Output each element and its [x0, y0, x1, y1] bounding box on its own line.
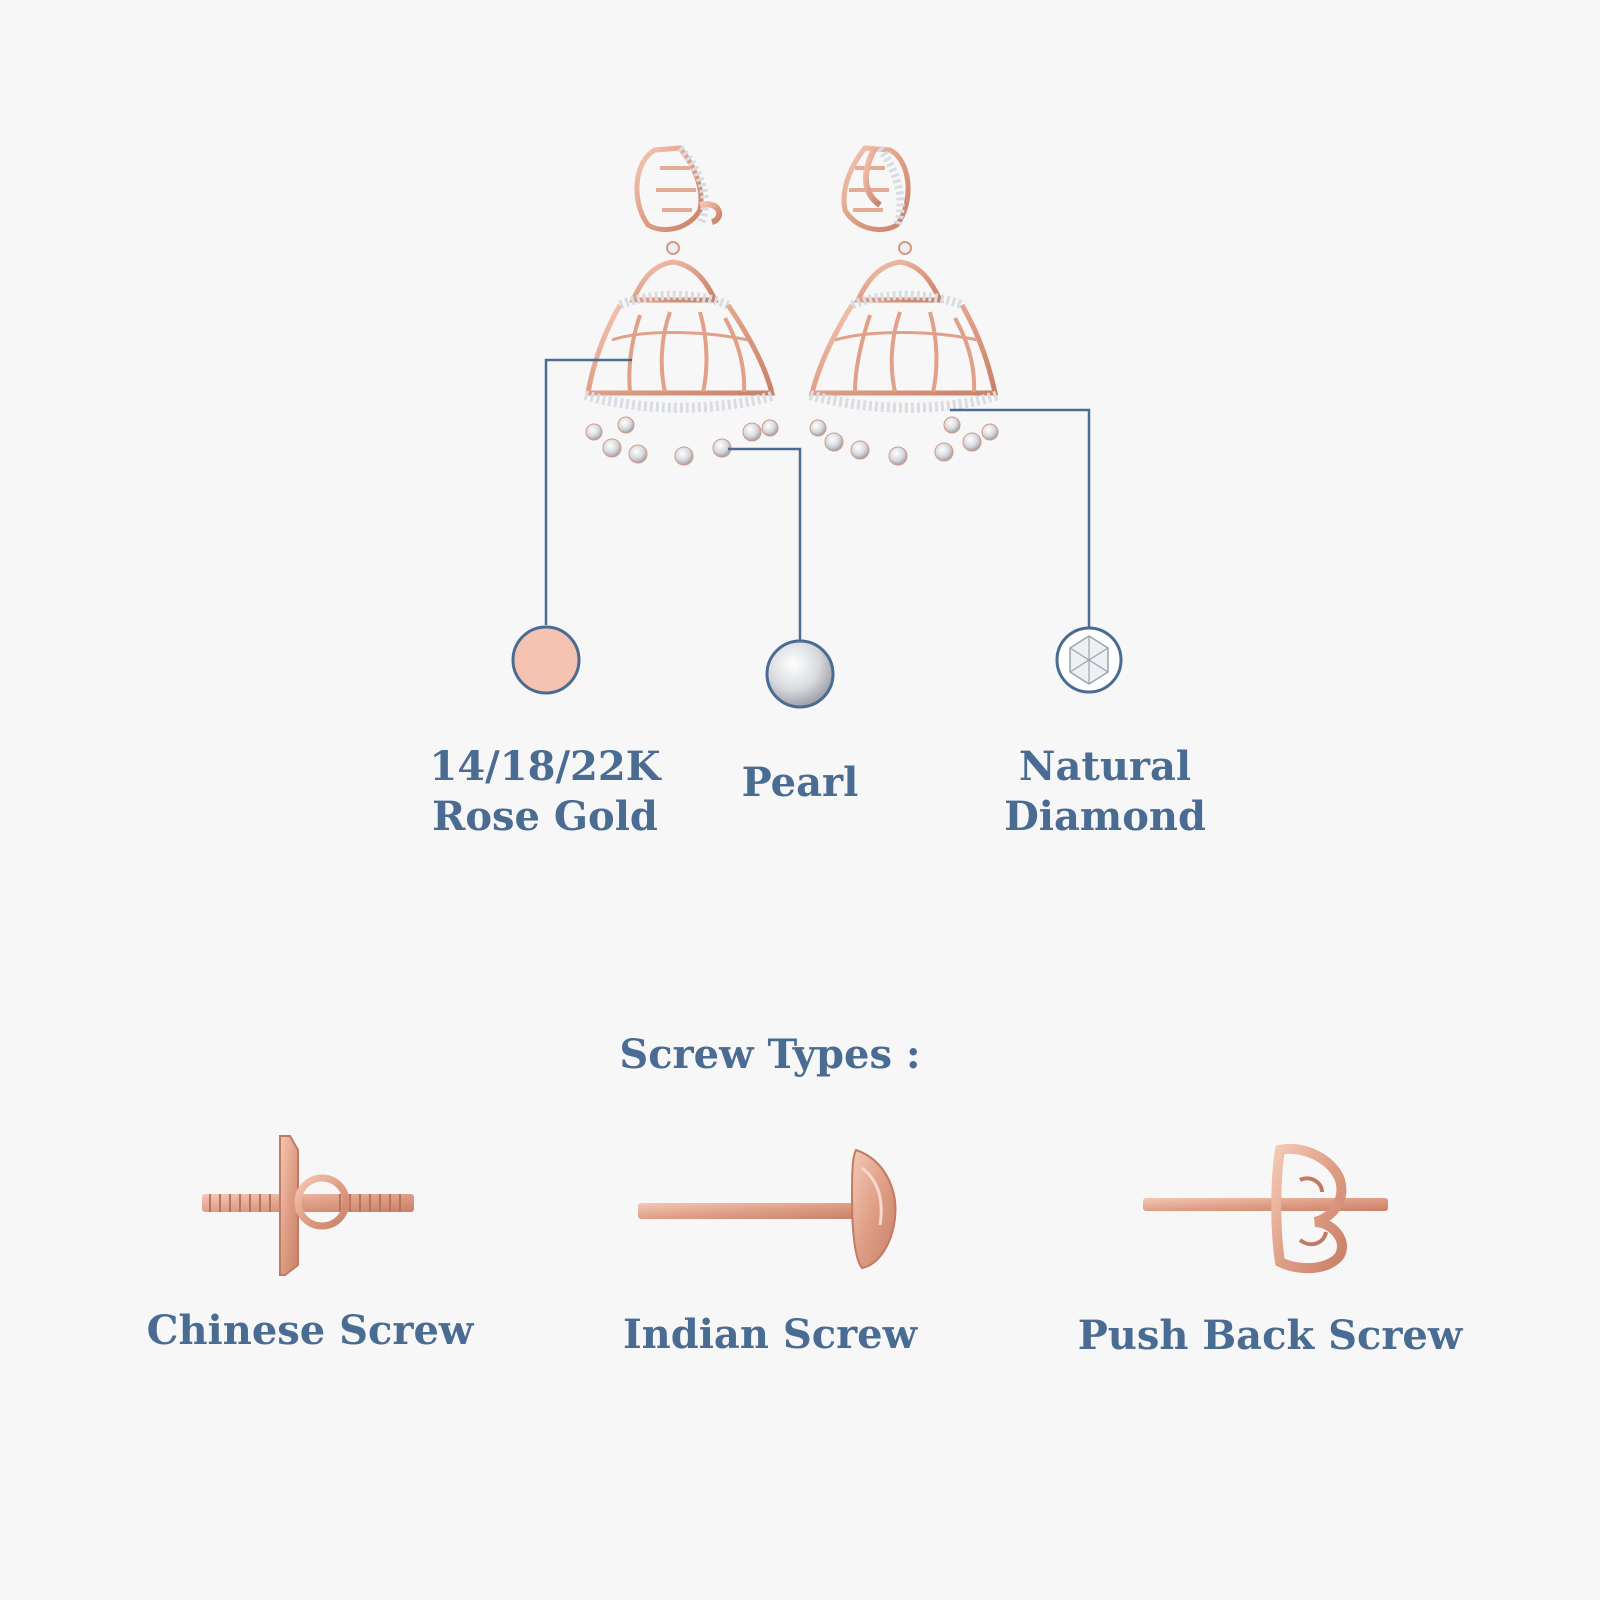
jhumka-earring-right-icon: [808, 145, 1000, 466]
pearl-icon: [765, 639, 835, 709]
push-back-screw-label: Push Back Screw: [1077, 1312, 1463, 1359]
rose-gold-swatch-icon: [511, 625, 581, 695]
push-back-screw-icon: [1143, 1143, 1388, 1274]
indian-screw-label: Indian Screw: [622, 1311, 918, 1358]
jhumka-earring-left-icon: [583, 145, 779, 466]
material-label-line: Rose Gold: [432, 793, 658, 840]
material-label-rose-gold: 14/18/22K Rose Gold: [400, 742, 690, 842]
material-label-line: Diamond: [1004, 793, 1206, 840]
material-label-pearl: Pearl: [700, 758, 900, 808]
callout-lines: [544, 358, 1091, 641]
diamond-icon: [1055, 626, 1123, 694]
material-label-line: 14/18/22K: [429, 743, 661, 790]
material-label-line: Pearl: [741, 759, 859, 806]
screw-types-title: Screw Types :: [619, 1031, 921, 1078]
chinese-screw-icon: [202, 1135, 414, 1276]
material-label-line: Natural: [1018, 743, 1192, 790]
material-label-diamond: Natural Diamond: [960, 742, 1250, 842]
indian-screw-icon: [638, 1148, 897, 1270]
chinese-screw-label: Chinese Screw: [146, 1307, 474, 1354]
